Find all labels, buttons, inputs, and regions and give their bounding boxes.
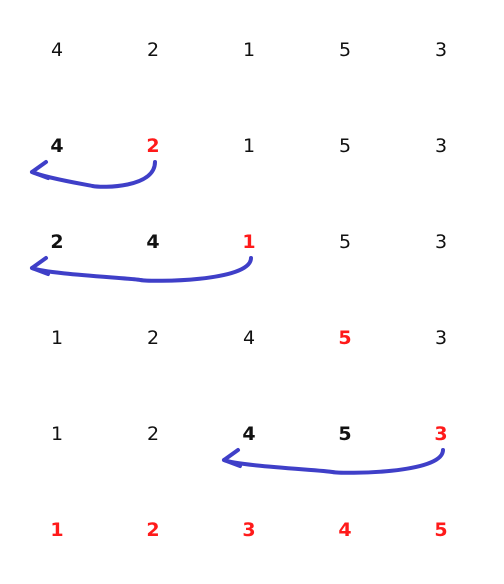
cell-r0-c3: 5 — [338, 39, 352, 61]
cell-r0-c2: 1 — [242, 39, 256, 61]
arrow-2 — [222, 448, 445, 475]
cell-r3-c1: 2 — [146, 327, 160, 349]
cell-r5-c0: 1 — [50, 519, 64, 541]
cell-r0-c0: 4 — [50, 39, 64, 61]
arrow-head-1 — [30, 256, 50, 276]
cell-r2-c3: 5 — [338, 231, 352, 253]
cell-r4-c1: 2 — [146, 423, 160, 445]
cell-r3-c4: 3 — [434, 327, 448, 349]
cell-r1-c1: 2 — [146, 135, 160, 157]
cell-r3-c3: 5 — [338, 327, 352, 349]
cell-r3-c2: 4 — [242, 327, 256, 349]
arrow-head-0 — [30, 160, 50, 180]
cell-r1-c0: 4 — [50, 135, 64, 157]
cell-r0-c1: 2 — [146, 39, 160, 61]
cell-r2-c0: 2 — [50, 231, 64, 253]
cell-r5-c1: 2 — [146, 519, 160, 541]
arrow-head-2 — [222, 448, 242, 468]
cell-r5-c2: 3 — [242, 519, 256, 541]
cell-r0-c4: 3 — [434, 39, 448, 61]
cell-r2-c4: 3 — [434, 231, 448, 253]
cell-r2-c1: 4 — [146, 231, 160, 253]
arrow-1 — [30, 256, 253, 283]
cell-r3-c0: 1 — [50, 327, 64, 349]
arrow-0 — [30, 160, 157, 189]
cell-r4-c0: 1 — [50, 423, 64, 445]
cell-r1-c4: 3 — [434, 135, 448, 157]
cell-r1-c2: 1 — [242, 135, 256, 157]
cell-r2-c2: 1 — [242, 231, 256, 253]
cell-r4-c2: 4 — [242, 423, 256, 445]
cell-r5-c3: 4 — [338, 519, 352, 541]
cell-r4-c4: 3 — [434, 423, 448, 445]
cell-r4-c3: 5 — [338, 423, 352, 445]
cell-r5-c4: 5 — [434, 519, 448, 541]
cell-r1-c3: 5 — [338, 135, 352, 157]
